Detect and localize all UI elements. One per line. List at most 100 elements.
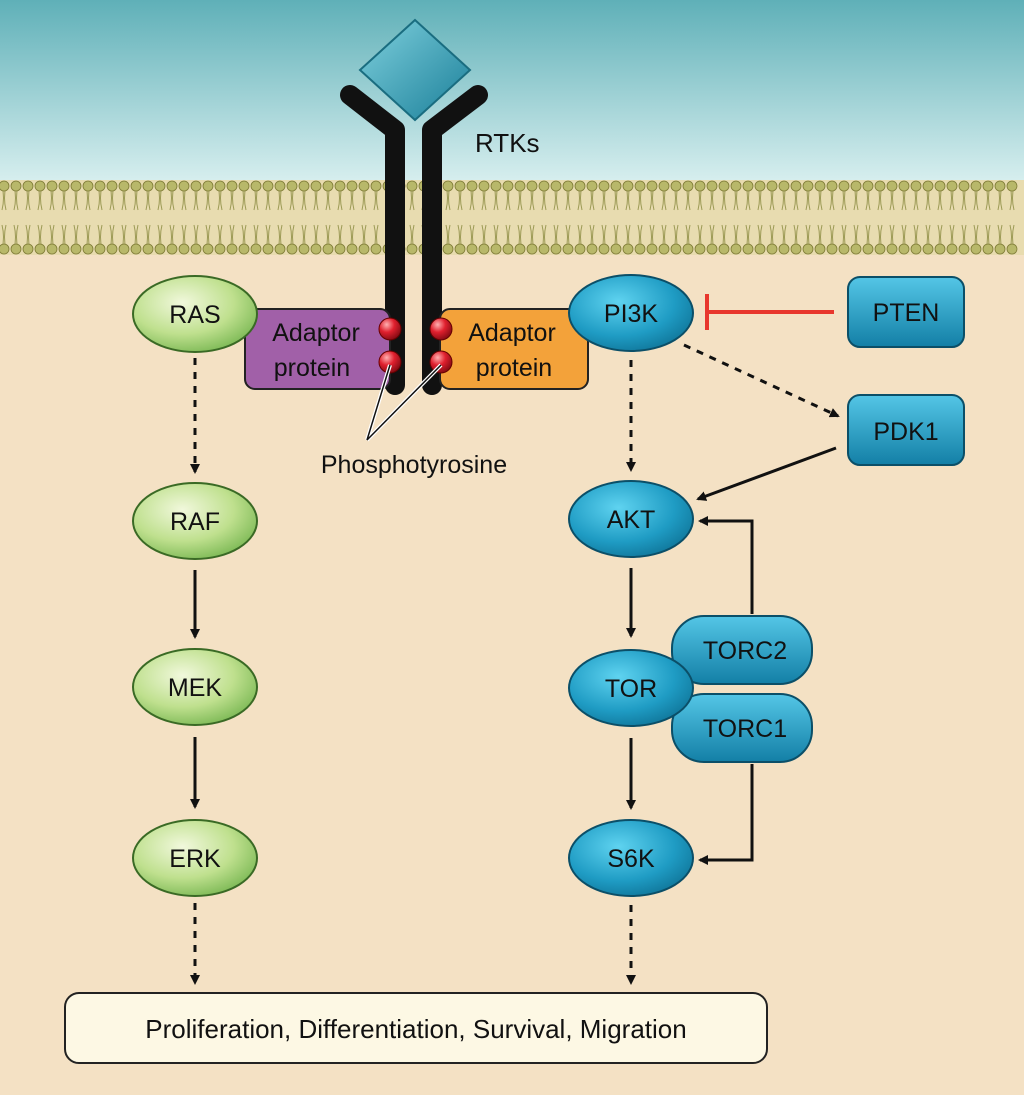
lipid-head bbox=[622, 180, 634, 192]
lipid-bilayer bbox=[0, 180, 1024, 255]
node-erk: ERK bbox=[132, 819, 258, 897]
lipid-head bbox=[334, 243, 346, 255]
lipid-head bbox=[82, 180, 94, 192]
lipid-head bbox=[610, 243, 622, 255]
node-torc2: TORC2 bbox=[671, 615, 813, 685]
lipid-head bbox=[46, 180, 58, 192]
lipid-head bbox=[274, 243, 286, 255]
lipid-head bbox=[10, 180, 22, 192]
lipid-head bbox=[310, 243, 322, 255]
pi3k-arrows bbox=[626, 343, 840, 985]
lipid-head bbox=[202, 243, 214, 255]
lipid-head bbox=[346, 180, 358, 192]
node-tor: TOR bbox=[568, 649, 694, 727]
lipid-head bbox=[286, 243, 298, 255]
pten-inhibition bbox=[705, 294, 834, 330]
lipid-head bbox=[154, 243, 166, 255]
lipid-head bbox=[118, 180, 130, 192]
lipid-head bbox=[898, 243, 910, 255]
lipid-head bbox=[886, 243, 898, 255]
lipid-head bbox=[706, 243, 718, 255]
lipid-head bbox=[94, 243, 106, 255]
outcome-label: Proliferation, Differentiation, Survival… bbox=[145, 1014, 686, 1044]
lipid-head bbox=[622, 243, 634, 255]
adaptor-left-line1: Adaptor bbox=[272, 319, 360, 347]
lipid-head bbox=[58, 243, 70, 255]
lipid-head bbox=[130, 180, 142, 192]
lipid-head bbox=[10, 243, 22, 255]
arrow-torc1-s6k bbox=[698, 764, 754, 865]
adaptor-protein-right: Adaptor protein bbox=[439, 308, 589, 390]
lipid-head bbox=[898, 180, 910, 192]
lipid-head bbox=[970, 243, 982, 255]
lipid-head bbox=[262, 180, 274, 192]
lipid-head bbox=[730, 180, 742, 192]
node-torc1: TORC1 bbox=[671, 693, 813, 763]
lipid-head bbox=[226, 243, 238, 255]
lipid-head bbox=[142, 243, 154, 255]
lipid-head bbox=[766, 243, 778, 255]
node-pten: PTEN bbox=[847, 276, 965, 348]
lipid-head bbox=[1006, 243, 1018, 255]
lipid-head bbox=[154, 180, 166, 192]
lipid-head bbox=[106, 243, 118, 255]
lipid-head bbox=[982, 180, 994, 192]
adaptor-protein-left: Adaptor protein bbox=[244, 308, 391, 390]
lipid-head bbox=[526, 180, 538, 192]
lipid-head bbox=[670, 180, 682, 192]
lipid-head bbox=[238, 180, 250, 192]
akt-label: AKT bbox=[607, 506, 656, 534]
lipid-head bbox=[922, 180, 934, 192]
node-pi3k: PI3K bbox=[568, 274, 694, 352]
lipid-head bbox=[838, 243, 850, 255]
lipid-head bbox=[478, 243, 490, 255]
lipid-head bbox=[0, 243, 10, 255]
lipid-head bbox=[586, 243, 598, 255]
phosphotyrosine-sites bbox=[365, 317, 453, 442]
lipid-head bbox=[874, 180, 886, 192]
lipid-head bbox=[514, 180, 526, 192]
lipid-head bbox=[706, 180, 718, 192]
lipid-head bbox=[106, 180, 118, 192]
outcome-box: Proliferation, Differentiation, Survival… bbox=[64, 992, 768, 1064]
lipid-head bbox=[562, 180, 574, 192]
node-ras: RAS bbox=[132, 275, 258, 353]
lipid-head bbox=[838, 180, 850, 192]
lipid-head bbox=[718, 243, 730, 255]
lipid-head bbox=[490, 180, 502, 192]
lipid-head bbox=[646, 243, 658, 255]
lipid-head bbox=[82, 243, 94, 255]
lipid-head bbox=[286, 180, 298, 192]
pdk1-label: PDK1 bbox=[873, 418, 938, 446]
lipid-head bbox=[754, 180, 766, 192]
lipid-head bbox=[130, 243, 142, 255]
erk-label: ERK bbox=[169, 845, 221, 873]
s6k-label: S6K bbox=[607, 845, 655, 873]
lipid-head bbox=[166, 180, 178, 192]
lipid-head bbox=[214, 180, 226, 192]
lipid-head bbox=[46, 243, 58, 255]
lipid-head bbox=[358, 243, 370, 255]
lipid-head bbox=[598, 180, 610, 192]
mek-label: MEK bbox=[168, 674, 223, 702]
arrow-pdk1-akt bbox=[696, 446, 837, 501]
lipid-head bbox=[298, 243, 310, 255]
lipid-head bbox=[754, 243, 766, 255]
lipid-head bbox=[358, 180, 370, 192]
pi3k-label: PI3K bbox=[604, 300, 659, 328]
lipid-head bbox=[958, 243, 970, 255]
lipid-head bbox=[694, 180, 706, 192]
lipid-head bbox=[658, 243, 670, 255]
torc1-label: TORC1 bbox=[703, 715, 787, 743]
lipid-head bbox=[730, 243, 742, 255]
node-akt: AKT bbox=[568, 480, 694, 558]
lipid-head bbox=[190, 180, 202, 192]
lipid-head bbox=[910, 180, 922, 192]
lipid-head bbox=[778, 243, 790, 255]
adaptor-right-line1: Adaptor bbox=[468, 319, 556, 347]
lipid-head bbox=[610, 180, 622, 192]
lipid-head bbox=[538, 180, 550, 192]
lipid-head bbox=[994, 180, 1006, 192]
lipid-head bbox=[442, 243, 454, 255]
lipid-head bbox=[646, 180, 658, 192]
